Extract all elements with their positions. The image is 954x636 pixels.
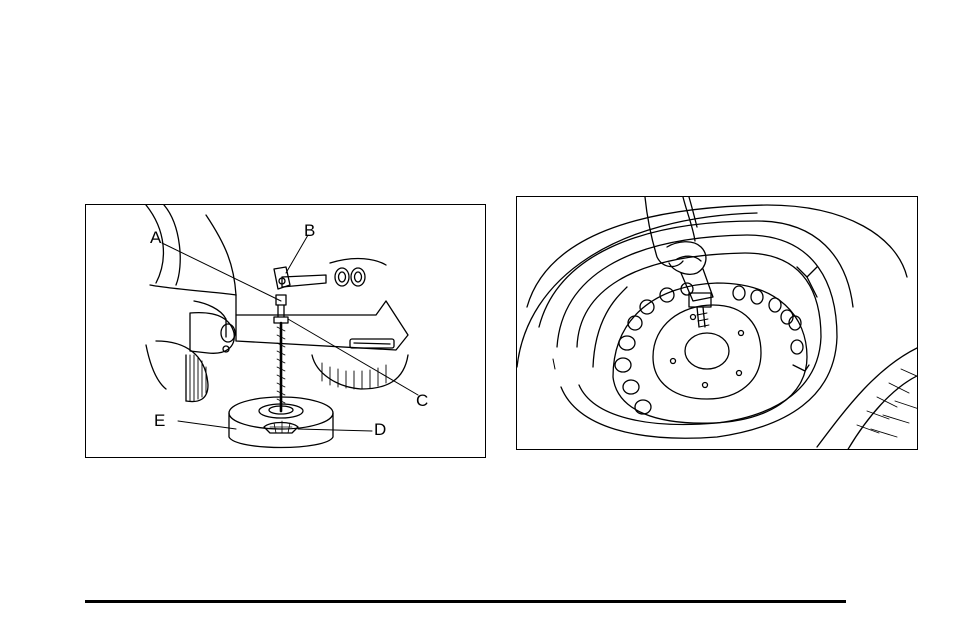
footer-divider [85,600,846,603]
spare-tire-hoist-drawing [86,205,486,458]
wheel-retainer-drawing [517,197,918,450]
callout-label-d: D [374,421,386,438]
callout-label-a: A [150,229,161,246]
spare-tire-hoist-illustration: A B C D E [85,204,486,458]
callout-label-e: E [154,412,165,429]
callout-label-c: C [416,392,428,409]
wheel-retainer-illustration [516,196,918,450]
callout-label-b: B [304,222,315,239]
